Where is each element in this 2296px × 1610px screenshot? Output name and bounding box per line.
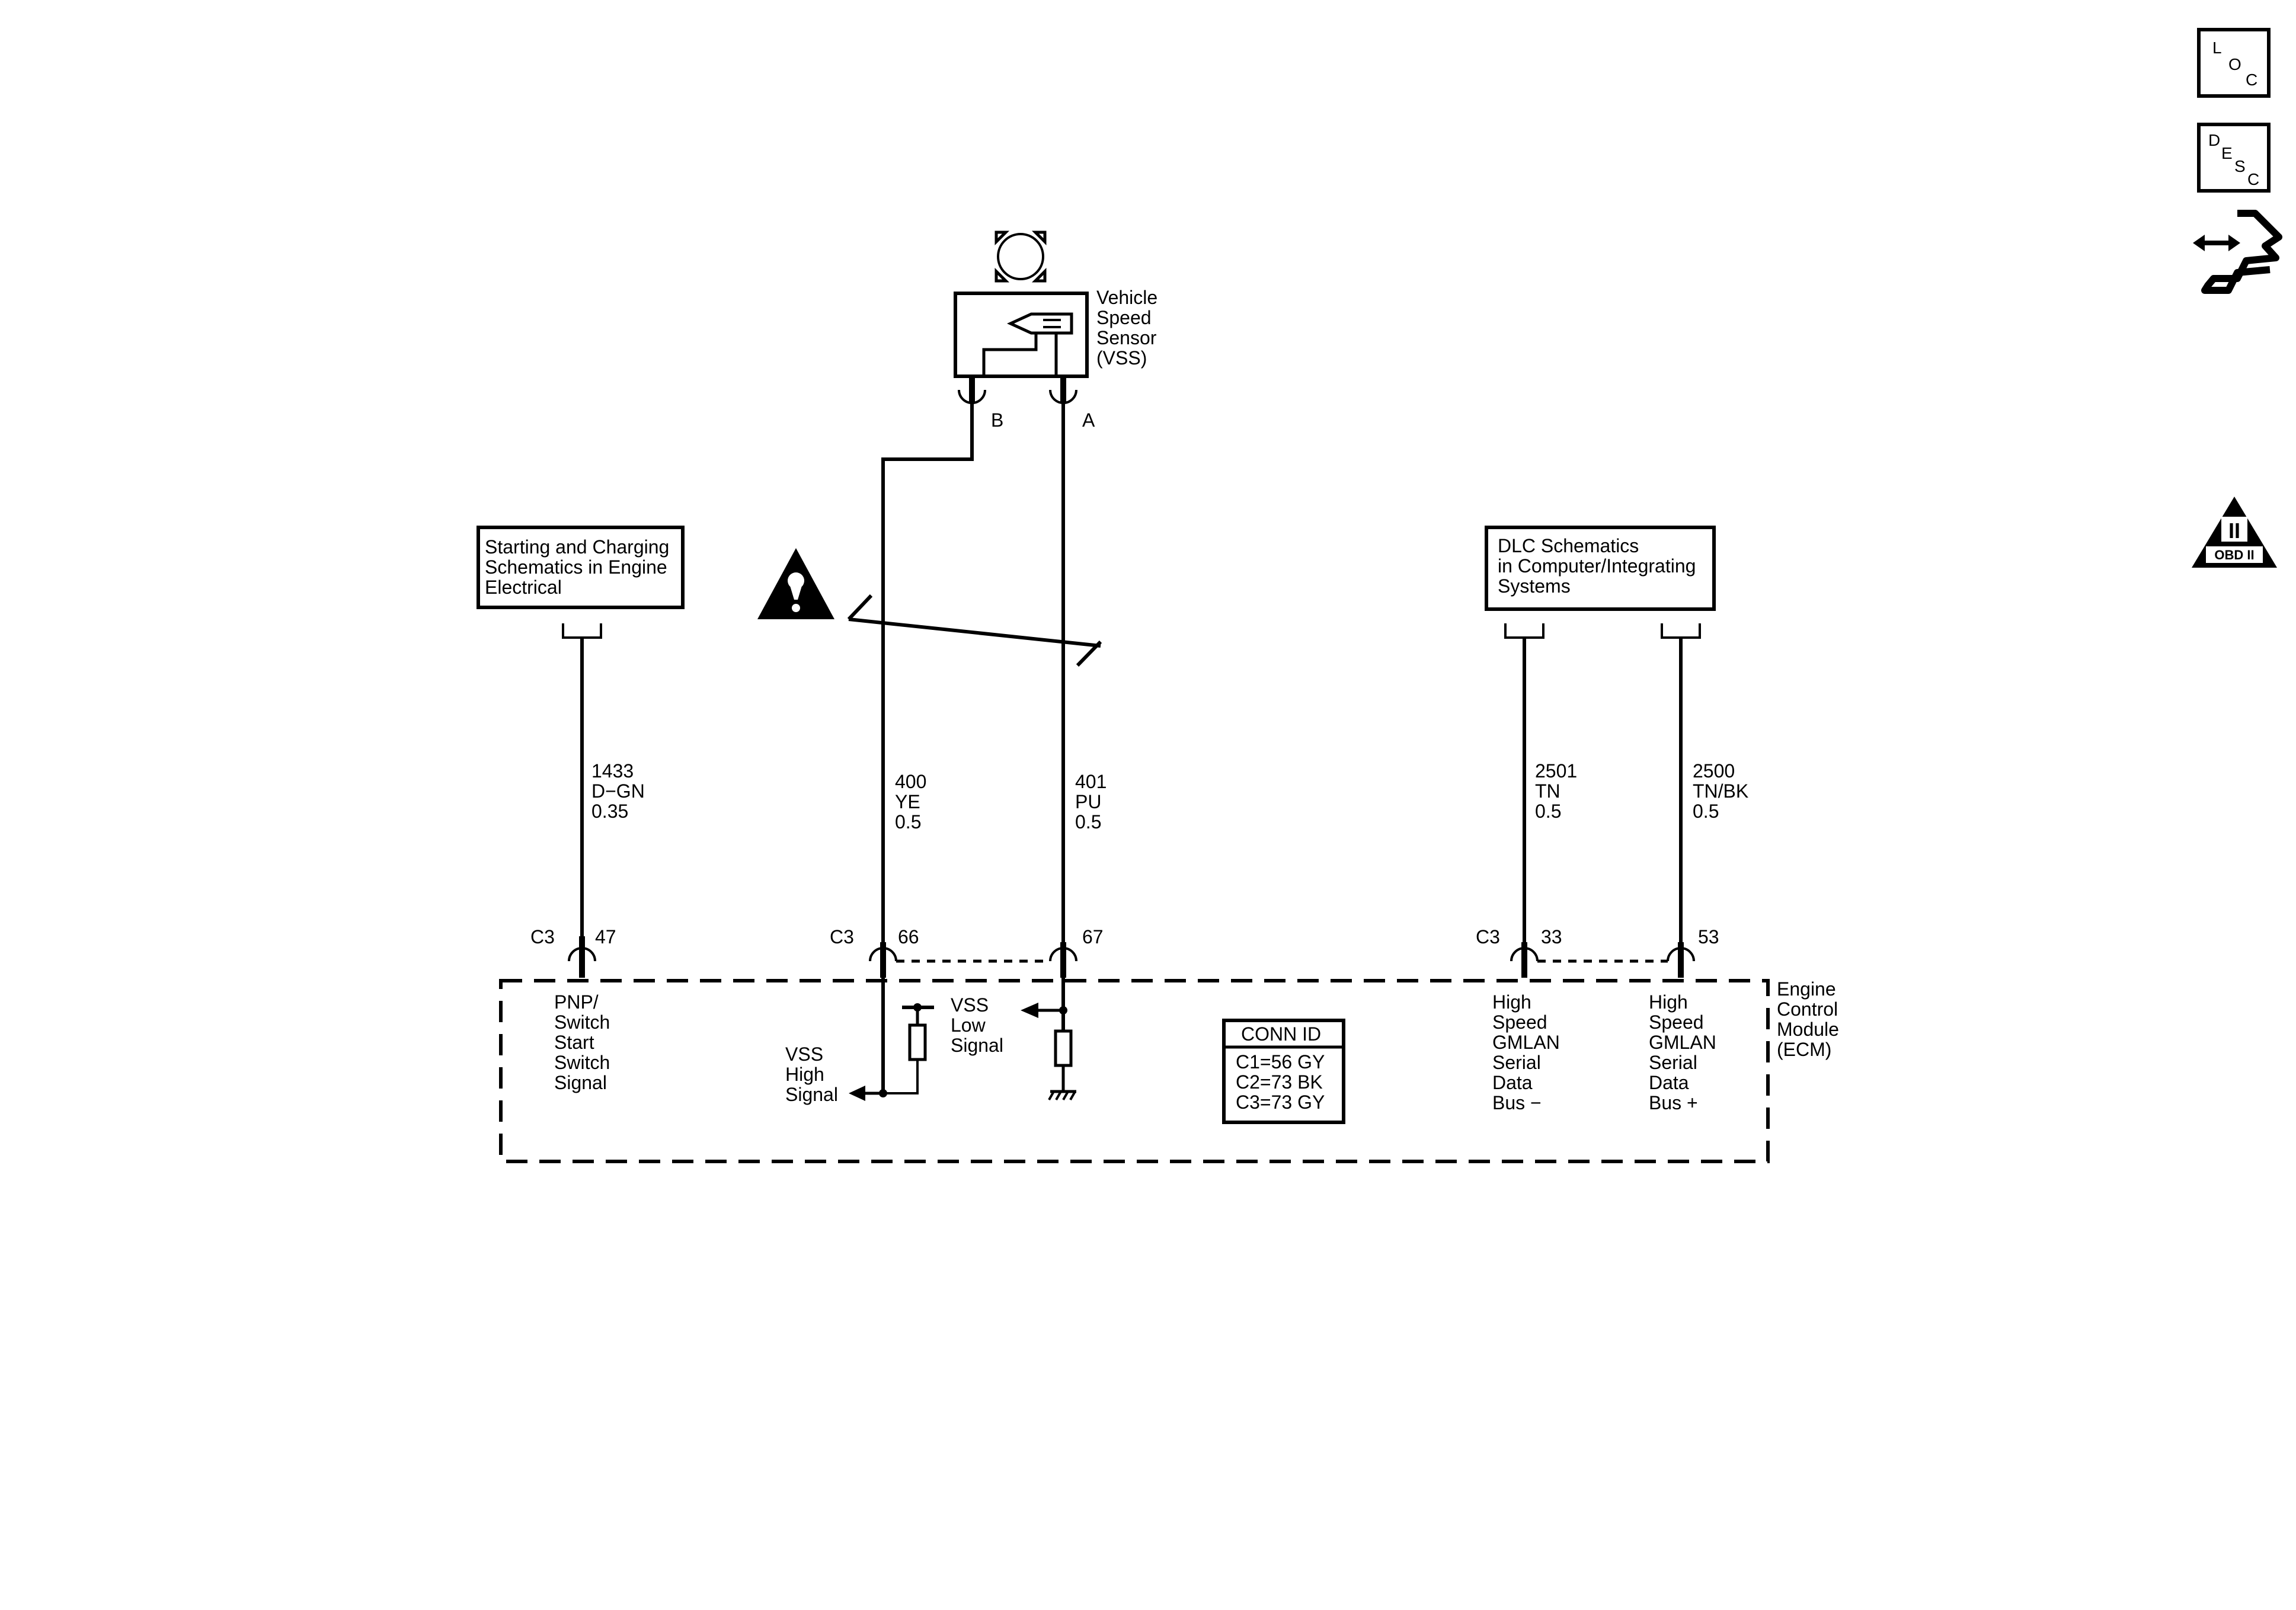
pnp-line-2: Switch — [554, 1012, 610, 1033]
wire-400-size: 0.5 — [895, 811, 921, 833]
starting-charging-reference: Starting and Charging Schematics in Engi… — [477, 526, 685, 639]
wire-401: 401 PU 0.5 — [1061, 403, 1107, 942]
vss-low-line-3: Signal — [951, 1035, 1003, 1056]
ecm-name-line-2: Control — [1777, 998, 1838, 1020]
vss-low-arrow — [1021, 1003, 1038, 1018]
wire-2500-size: 0.5 — [1693, 801, 1719, 822]
desc-letter-e: E — [2221, 144, 2233, 162]
connector-repair-icon[interactable] — [2193, 210, 2282, 294]
conn-66-id: C3 — [830, 926, 854, 948]
desc-letter-s: S — [2234, 157, 2246, 175]
sensor-name-line-4: (VSS) — [1096, 347, 1147, 369]
wire-1433-size: 0.35 — [591, 801, 628, 822]
conn-id-row-3: C3=73 GY — [1236, 1092, 1325, 1113]
loc-letter-l: L — [2212, 39, 2222, 57]
conn-id-table: CONN ID C1=56 GY C2=73 BK C3=73 GY — [1222, 1019, 1345, 1124]
ref-dlc-line-2: in Computer/Integrating — [1498, 555, 1696, 577]
vehicle-speed-sensor: Vehicle Speed Sensor (VSS) B A — [954, 231, 1157, 431]
caution-icon — [757, 548, 834, 619]
conn-53-pin: 53 — [1698, 926, 1719, 948]
wire-2501: 2501 TN 0.5 — [1523, 638, 1577, 942]
vss-low-line-2: Low — [951, 1014, 986, 1036]
sensor-pin-a: A — [1082, 409, 1095, 431]
pnp-line-4: Switch — [554, 1052, 610, 1073]
sensor-name-line-3: Sensor — [1096, 327, 1157, 348]
vss-high-line-1: VSS — [785, 1044, 823, 1065]
gmlan-minus-line-5: Data — [1492, 1072, 1533, 1093]
pnp-line-5: Signal — [554, 1072, 607, 1093]
ecm-name-line-3: Module — [1777, 1019, 1839, 1040]
conn-33-id: C3 — [1476, 926, 1500, 948]
loc-letter-c: C — [2246, 71, 2257, 89]
gmlan-minus-line-6: Bus − — [1492, 1092, 1542, 1113]
vss-high-arrow — [849, 1086, 865, 1101]
ground-icon — [1048, 1090, 1076, 1100]
obd-ii-icon: II OBD II — [2192, 497, 2277, 568]
wire-1433-color: D−GN — [591, 780, 645, 802]
twisted-pair-symbol — [847, 594, 1102, 667]
ref-starting-line-1: Starting and Charging — [485, 536, 669, 558]
magnetic-sensor-icon — [982, 312, 1073, 376]
loc-letter-o: O — [2228, 55, 2241, 73]
conn-id-row-2: C2=73 BK — [1236, 1071, 1323, 1093]
wire-2500-circuit: 2500 — [1693, 760, 1735, 782]
wire-2501-size: 0.5 — [1535, 801, 1561, 822]
sensor-pin-b: B — [991, 409, 1003, 431]
wire-2501-color: TN — [1535, 780, 1560, 802]
pnp-line-3: Start — [554, 1032, 594, 1053]
conn-id-title: CONN ID — [1241, 1023, 1321, 1045]
gmlan-plus-line-6: Bus + — [1649, 1092, 1698, 1113]
gmlan-minus-line-3: GMLAN — [1492, 1032, 1560, 1053]
wire-401-circuit: 401 — [1075, 771, 1107, 792]
sensor-name-line-1: Vehicle — [1096, 287, 1157, 308]
conn-id-row-1: C1=56 GY — [1236, 1051, 1325, 1073]
engine-control-module: Engine Control Module (ECM) PNP/ Switch … — [499, 978, 1839, 1163]
ref-starting-line-2: Schematics in Engine — [485, 556, 667, 578]
wire-2500-color: TN/BK — [1693, 780, 1748, 802]
wire-2500: 2500 TN/BK 0.5 — [1679, 638, 1748, 942]
tone-wheel-icon — [994, 231, 1047, 283]
desc-icon[interactable]: D E S C — [2197, 123, 2271, 193]
connector-terminals: C3 47 C3 66 67 C3 33 53 — [530, 926, 1719, 978]
ecm-name-line-1: Engine — [1777, 978, 1836, 1000]
sensor-body — [954, 292, 1089, 378]
ecm-name-line-4: (ECM) — [1777, 1039, 1831, 1060]
conn-33-pin: 33 — [1541, 926, 1562, 948]
wire-400-color: YE — [895, 791, 920, 812]
desc-letter-d: D — [2208, 131, 2220, 149]
conn-66-pin: 66 — [898, 926, 919, 948]
gmlan-plus-line-1: High — [1649, 991, 1688, 1013]
wire-1433-circuit: 1433 — [591, 760, 634, 782]
sensor-name-line-2: Speed — [1096, 307, 1152, 328]
wire-400: 400 YE 0.5 — [881, 403, 974, 942]
obd-roman: II — [2228, 518, 2240, 543]
conn-47-id: C3 — [530, 926, 555, 948]
dlc-reference: DLC Schematics in Computer/Integrating S… — [1485, 526, 1716, 639]
vss-high-line-2: High — [785, 1064, 824, 1085]
loc-icon[interactable]: L O C — [2197, 28, 2271, 98]
gmlan-plus-line-4: Serial — [1649, 1052, 1697, 1073]
gmlan-minus-line-1: High — [1492, 991, 1531, 1013]
gmlan-plus-line-2: Speed — [1649, 1012, 1704, 1033]
vss-high-line-3: Signal — [785, 1084, 838, 1105]
gmlan-minus-line-4: Serial — [1492, 1052, 1541, 1073]
gmlan-plus-line-3: GMLAN — [1649, 1032, 1716, 1053]
wire-1433: 1433 D−GN 0.35 — [580, 638, 645, 936]
gmlan-plus-line-5: Data — [1649, 1072, 1689, 1093]
gmlan-minus-line-2: Speed — [1492, 1012, 1547, 1033]
vss-low-line-1: VSS — [951, 994, 989, 1016]
conn-67-pin: 67 — [1082, 926, 1104, 948]
ref-dlc-line-1: DLC Schematics — [1498, 535, 1639, 556]
ref-starting-line-3: Electrical — [485, 577, 562, 598]
pnp-line-1: PNP/ — [554, 991, 599, 1013]
wire-2501-circuit: 2501 — [1535, 760, 1577, 782]
wire-400-circuit: 400 — [895, 771, 926, 792]
wire-401-color: PU — [1075, 791, 1101, 812]
wire-401-size: 0.5 — [1075, 811, 1101, 833]
ref-dlc-line-3: Systems — [1498, 575, 1571, 597]
desc-letter-c: C — [2247, 170, 2259, 188]
obd-label: OBD II — [2214, 548, 2254, 562]
conn-47-pin: 47 — [595, 926, 616, 948]
